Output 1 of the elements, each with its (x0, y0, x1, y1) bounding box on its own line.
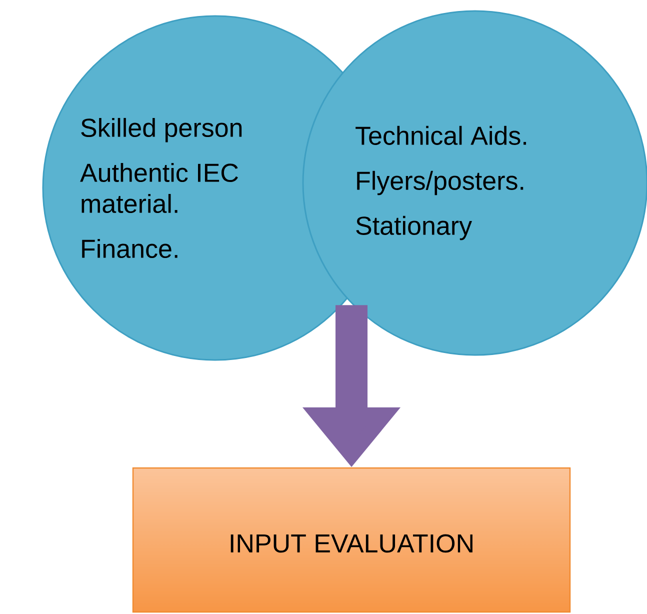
process-box: INPUT EVALUATION (132, 467, 571, 613)
